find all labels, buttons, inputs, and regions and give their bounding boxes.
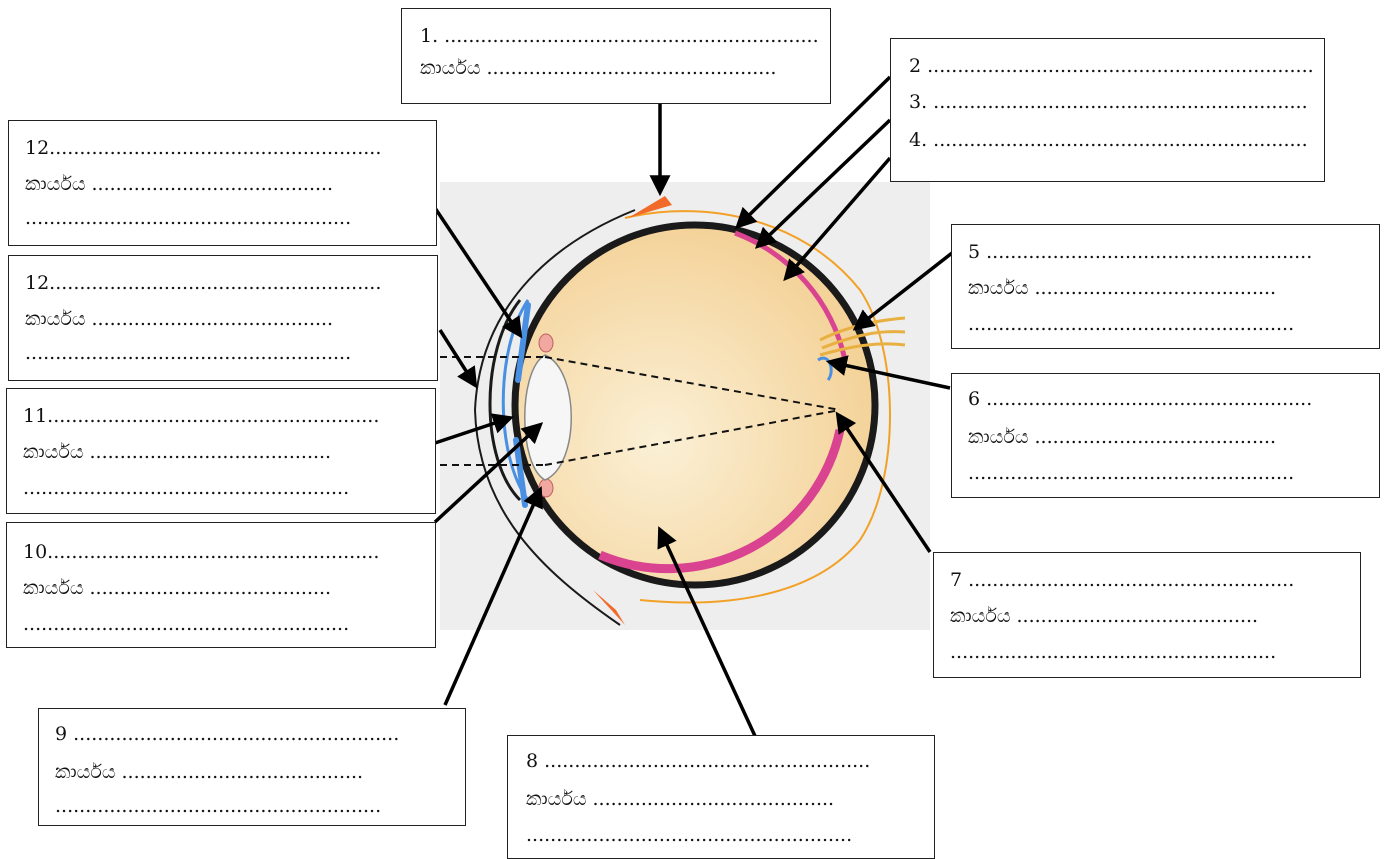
label-6-name-line[interactable]: 6 ......................................… bbox=[968, 388, 1368, 410]
label-2-line[interactable]: 2 ......................................… bbox=[909, 55, 1314, 77]
label-3-line[interactable]: 3. .....................................… bbox=[909, 91, 1314, 113]
label-box-9: 9 ......................................… bbox=[38, 708, 466, 826]
label-box-10: 10......................................… bbox=[6, 522, 436, 648]
label-4-line[interactable]: 4. .....................................… bbox=[909, 129, 1314, 151]
label-12a-name-line[interactable]: 12......................................… bbox=[25, 137, 425, 159]
label-12a-function-line[interactable]: කාර්යය .................................… bbox=[25, 173, 425, 195]
label-10-extra-line[interactable]: ........................................… bbox=[23, 613, 423, 635]
label-box-5: 5 ......................................… bbox=[951, 224, 1380, 349]
label-7-extra-line[interactable]: ........................................… bbox=[950, 641, 1350, 663]
label-8-name-line[interactable]: 8 ......................................… bbox=[526, 750, 926, 772]
label-9-function-line[interactable]: කාර්යය .................................… bbox=[55, 761, 455, 783]
label-box-7: 7 ......................................… bbox=[933, 552, 1361, 678]
label-box-12a: 12......................................… bbox=[8, 120, 437, 246]
label-box-1: 1. .....................................… bbox=[401, 8, 831, 104]
label-12b-name-line[interactable]: 12......................................… bbox=[25, 272, 425, 294]
label-5-name-line[interactable]: 5 ......................................… bbox=[968, 241, 1368, 263]
label-box-11: 11......................................… bbox=[6, 388, 436, 514]
ciliary-body-lower bbox=[539, 479, 553, 497]
label-box-6: 6 ......................................… bbox=[951, 373, 1380, 498]
ciliary-body-upper bbox=[539, 334, 553, 352]
label-6-extra-line[interactable]: ........................................… bbox=[968, 462, 1368, 484]
label-10-function-line[interactable]: කාර්යය .................................… bbox=[23, 577, 423, 599]
label-7-function-line[interactable]: කාර්යය .................................… bbox=[950, 605, 1350, 627]
label-12b-extra-line[interactable]: ........................................… bbox=[25, 342, 425, 364]
label-10-name-line[interactable]: 10......................................… bbox=[23, 541, 423, 563]
label-box-8: 8 ......................................… bbox=[507, 735, 935, 859]
label-5-function-line[interactable]: කාර්යය .................................… bbox=[968, 277, 1368, 299]
label-1-name-line[interactable]: 1. .....................................… bbox=[420, 25, 820, 47]
label-1-function-line[interactable]: කාර්යය .................................… bbox=[420, 57, 820, 79]
label-8-function-line[interactable]: කාර්යය .................................… bbox=[526, 788, 926, 810]
label-12b-function-line[interactable]: කාර්යය .................................… bbox=[25, 308, 425, 330]
label-11-extra-line[interactable]: ........................................… bbox=[23, 477, 423, 499]
label-11-name-line[interactable]: 11......................................… bbox=[23, 405, 423, 427]
label-8-extra-line[interactable]: ........................................… bbox=[526, 824, 926, 846]
label-box-12b: 12......................................… bbox=[8, 255, 438, 381]
label-box-2-3-4: 2 ......................................… bbox=[890, 38, 1325, 182]
label-5-extra-line[interactable]: ........................................… bbox=[968, 313, 1368, 335]
label-11-function-line[interactable]: කාර්යය .................................… bbox=[23, 441, 423, 463]
label-9-name-line[interactable]: 9 ......................................… bbox=[55, 723, 455, 745]
label-12a-extra-line[interactable]: ........................................… bbox=[25, 207, 425, 229]
label-6-function-line[interactable]: කාර්යය .................................… bbox=[968, 426, 1368, 448]
label-9-extra-line[interactable]: ........................................… bbox=[55, 795, 455, 817]
label-7-name-line[interactable]: 7 ......................................… bbox=[950, 569, 1350, 591]
